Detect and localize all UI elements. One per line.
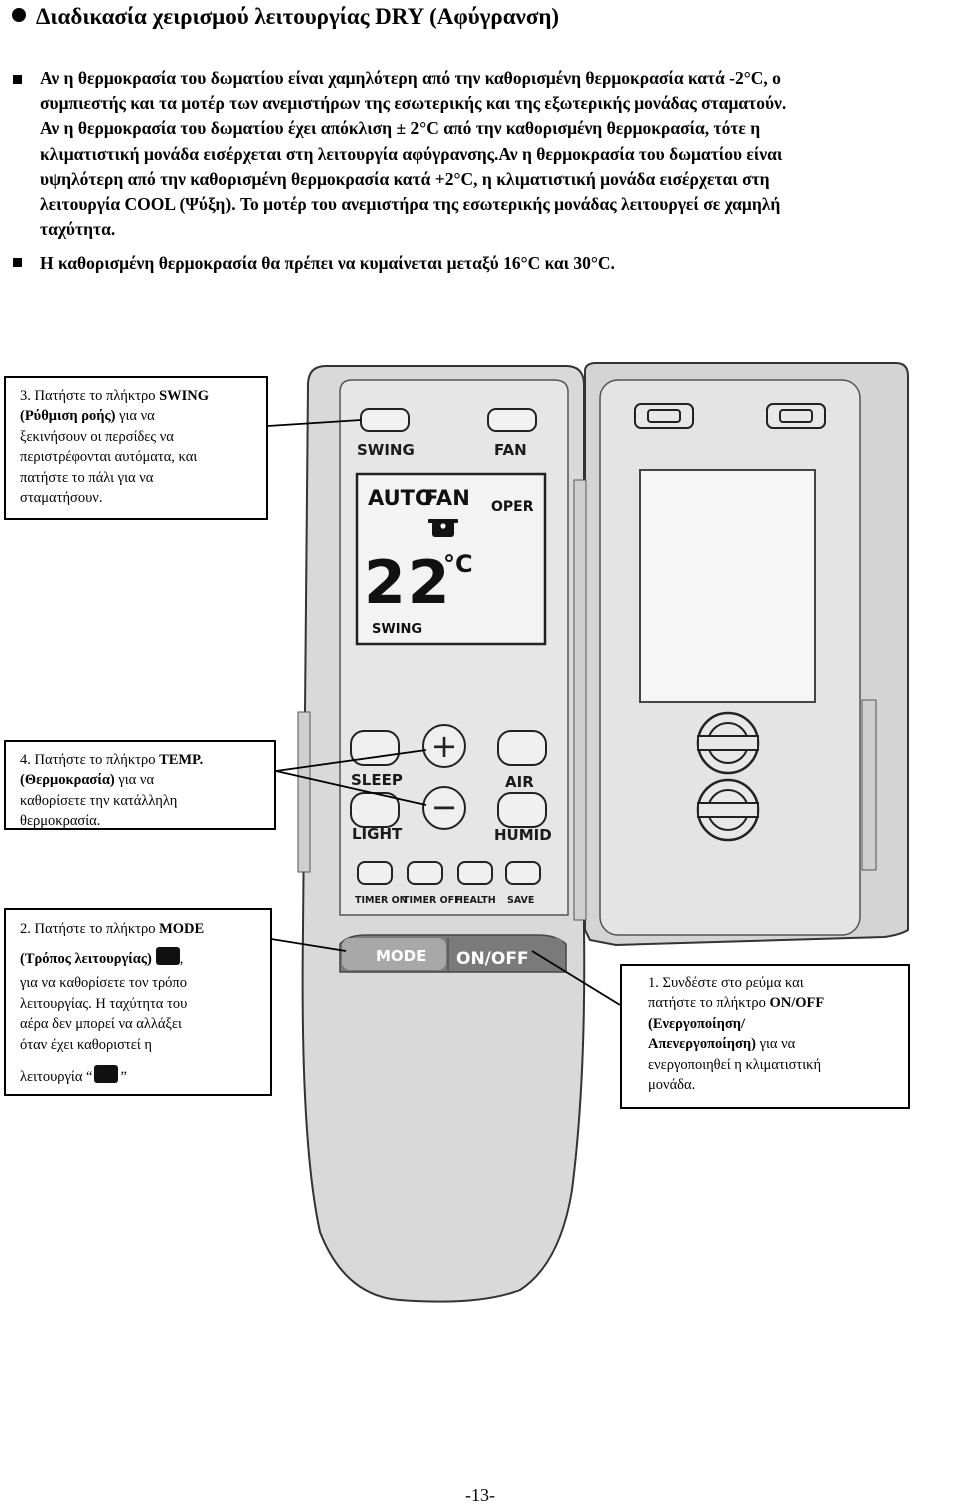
callout-line: (Ενεργοποίηση/ xyxy=(648,1015,746,1032)
health-label: HEALTH xyxy=(455,895,496,906)
callout-line: για να καθορίσετε τον τρόπο xyxy=(20,975,188,992)
onoff-button-label: ON/OFF xyxy=(456,949,529,969)
cover-edge xyxy=(861,699,877,871)
lcd-temperature: 22 xyxy=(364,548,452,618)
fan-button[interactable] xyxy=(487,408,537,432)
paragraph-line: Η καθορισμένη θερμοκρασία θα πρέπει να κ… xyxy=(40,253,615,273)
timer-off-label: TIMER OFF xyxy=(403,895,461,906)
sleep-label: SLEEP xyxy=(351,771,403,789)
mode-button[interactable] xyxy=(342,938,446,970)
callout-line: αέρα δεν μπορεί να αλλάξει xyxy=(20,1016,182,1033)
callout-line: (Θερμοκρασία) για να xyxy=(20,772,155,789)
page-number: -13- xyxy=(465,1485,495,1504)
callout-line: όταν έχει καθοριστεί η xyxy=(20,1036,152,1053)
swing-leader-line xyxy=(267,419,362,427)
paragraph-line: λειτουργία COOL (Ψύξη). Το μοτέρ του ανε… xyxy=(40,194,781,215)
sleep-button[interactable] xyxy=(350,730,400,766)
callout-line: πατήστε το πλήκτρο ON/OFF xyxy=(648,995,825,1012)
remote-hinge-edge xyxy=(573,479,587,921)
page-heading: Διαδικασία χειρισμού λειτουργίας DRY (Αφ… xyxy=(12,4,559,30)
lcd-auto-label: AUTO xyxy=(368,486,433,510)
callout-line: θερμοκρασία. xyxy=(20,813,101,830)
callout-line: 3. Πατήστε το πλήκτρο SWING xyxy=(20,388,210,404)
swing-label: SWING xyxy=(357,441,415,459)
cover-hinge-knob-1 xyxy=(696,711,760,775)
paragraph-line: συμπιεστής και τα μοτέρ των ανεμιστήρων … xyxy=(40,93,787,114)
temp-leader-line-up xyxy=(275,749,427,772)
lcd-temperature-unit: °C xyxy=(443,550,473,578)
fan-label: FAN xyxy=(494,441,527,459)
lcd-screen xyxy=(355,472,547,646)
bullet-dot-icon xyxy=(12,8,26,22)
onoff-leader-line xyxy=(531,950,621,1006)
mode-button-label: MODE xyxy=(376,947,426,965)
callout-line: ενεργοποιηθεί η κλιματιστική xyxy=(648,1056,822,1073)
square-bullet-icon xyxy=(13,258,22,267)
paragraph-line: Αν η θερμοκρασία του δωματίου είναι χαμη… xyxy=(40,68,781,88)
callout-line: 1. Συνδέστε στο ρεύμα και xyxy=(648,975,804,991)
callout-line: ξεκινήσουν οι περσίδες να xyxy=(20,428,174,445)
heading-text: Διαδικασία χειρισμού λειτουργίας DRY (Αφ… xyxy=(36,4,560,29)
dry-mode-icon xyxy=(155,947,180,966)
cover-window xyxy=(639,469,816,703)
temp-leader-line-down xyxy=(275,770,427,806)
callout-line: πατήστε το πάλι για να xyxy=(20,469,154,486)
bullet-paragraph-2: Η καθορισμένη θερμοκρασία θα πρέπει να κ… xyxy=(40,251,958,276)
dry-mode-icon xyxy=(428,519,458,537)
bullet-paragraph-1: Αν η θερμοκρασία του δωματίου είναι χαμη… xyxy=(40,66,958,242)
cover-clip-top-right xyxy=(766,403,826,429)
remote-side-edge xyxy=(297,711,311,873)
callout-line: μονάδα. xyxy=(648,1077,696,1094)
cover-clip-top-left xyxy=(634,403,694,429)
callout-line: (Τρόπος λειτουργίας), xyxy=(20,945,260,973)
swing-button[interactable] xyxy=(360,408,410,432)
callout-line: καθορίσετε την κατάλληλη xyxy=(20,792,178,809)
timer-on-label: TIMER ON xyxy=(355,895,408,906)
callout-line: 4. Πατήστε το πλήκτρο TEMP. xyxy=(20,752,204,768)
cover-hinge-knob-2 xyxy=(696,778,760,842)
onoff-button[interactable] xyxy=(450,938,564,970)
paragraph-line: υψηλότερη από την καθορισμένη θερμοκρασί… xyxy=(40,168,770,189)
temp-callout: 4. Πατήστε το πλήκτρο TEMP. (Θερμοκρασία… xyxy=(4,740,276,830)
callout-line: 2. Πατήστε το πλήκτρο MODE xyxy=(20,921,205,937)
onoff-callout: 1. Συνδέστε στο ρεύμα και πατήστε το πλή… xyxy=(620,964,910,1109)
temp-up-button[interactable] xyxy=(422,724,466,768)
humid-button[interactable] xyxy=(497,792,547,828)
mode-callout: 2. Πατήστε το πλήκτρο MODE (Τρόπος λειτο… xyxy=(4,908,272,1096)
swing-callout: 3. Πατήστε το πλήκτρο SWING (Ρύθμιση ροή… xyxy=(4,376,268,520)
plus-icon: + xyxy=(431,727,458,765)
health-button[interactable] xyxy=(457,861,493,885)
paragraph-line: κλιματιστική μονάδα εισέρχεται στη λειτο… xyxy=(40,143,783,164)
callout-line: σταματήσουν. xyxy=(20,490,103,507)
callout-line: λειτουργία “” xyxy=(20,1065,260,1087)
lcd-swing-label: SWING xyxy=(372,622,422,637)
timer-on-button[interactable] xyxy=(357,861,393,885)
callout-line: Απενεργοποίηση) για να xyxy=(648,1036,796,1053)
humid-label: HUMID xyxy=(494,826,552,844)
callout-line: λειτουργίας. Η ταχύτητα του xyxy=(20,995,188,1012)
timer-off-button[interactable] xyxy=(407,861,443,885)
square-bullet-icon xyxy=(13,75,22,84)
lcd-oper-label: OPER xyxy=(491,499,534,515)
paragraph-line: ταχύτητα. xyxy=(40,219,116,240)
light-label: LIGHT xyxy=(352,825,403,843)
save-button[interactable] xyxy=(505,861,541,885)
lcd-fan-label: FAN xyxy=(424,486,470,510)
callout-line: περιστρέφονται αυτόματα, και xyxy=(20,449,198,466)
dry-mode-icon xyxy=(94,1065,119,1084)
temp-down-button[interactable] xyxy=(422,786,466,830)
save-label: SAVE xyxy=(507,895,535,906)
minus-icon: − xyxy=(431,788,458,826)
paragraph-line: Αν η θερμοκρασία του δωματίου έχει απόκλ… xyxy=(40,118,761,139)
callout-line: (Ρύθμιση ροής) για να xyxy=(20,408,155,425)
air-button[interactable] xyxy=(497,730,547,766)
air-label: AIR xyxy=(505,773,534,791)
